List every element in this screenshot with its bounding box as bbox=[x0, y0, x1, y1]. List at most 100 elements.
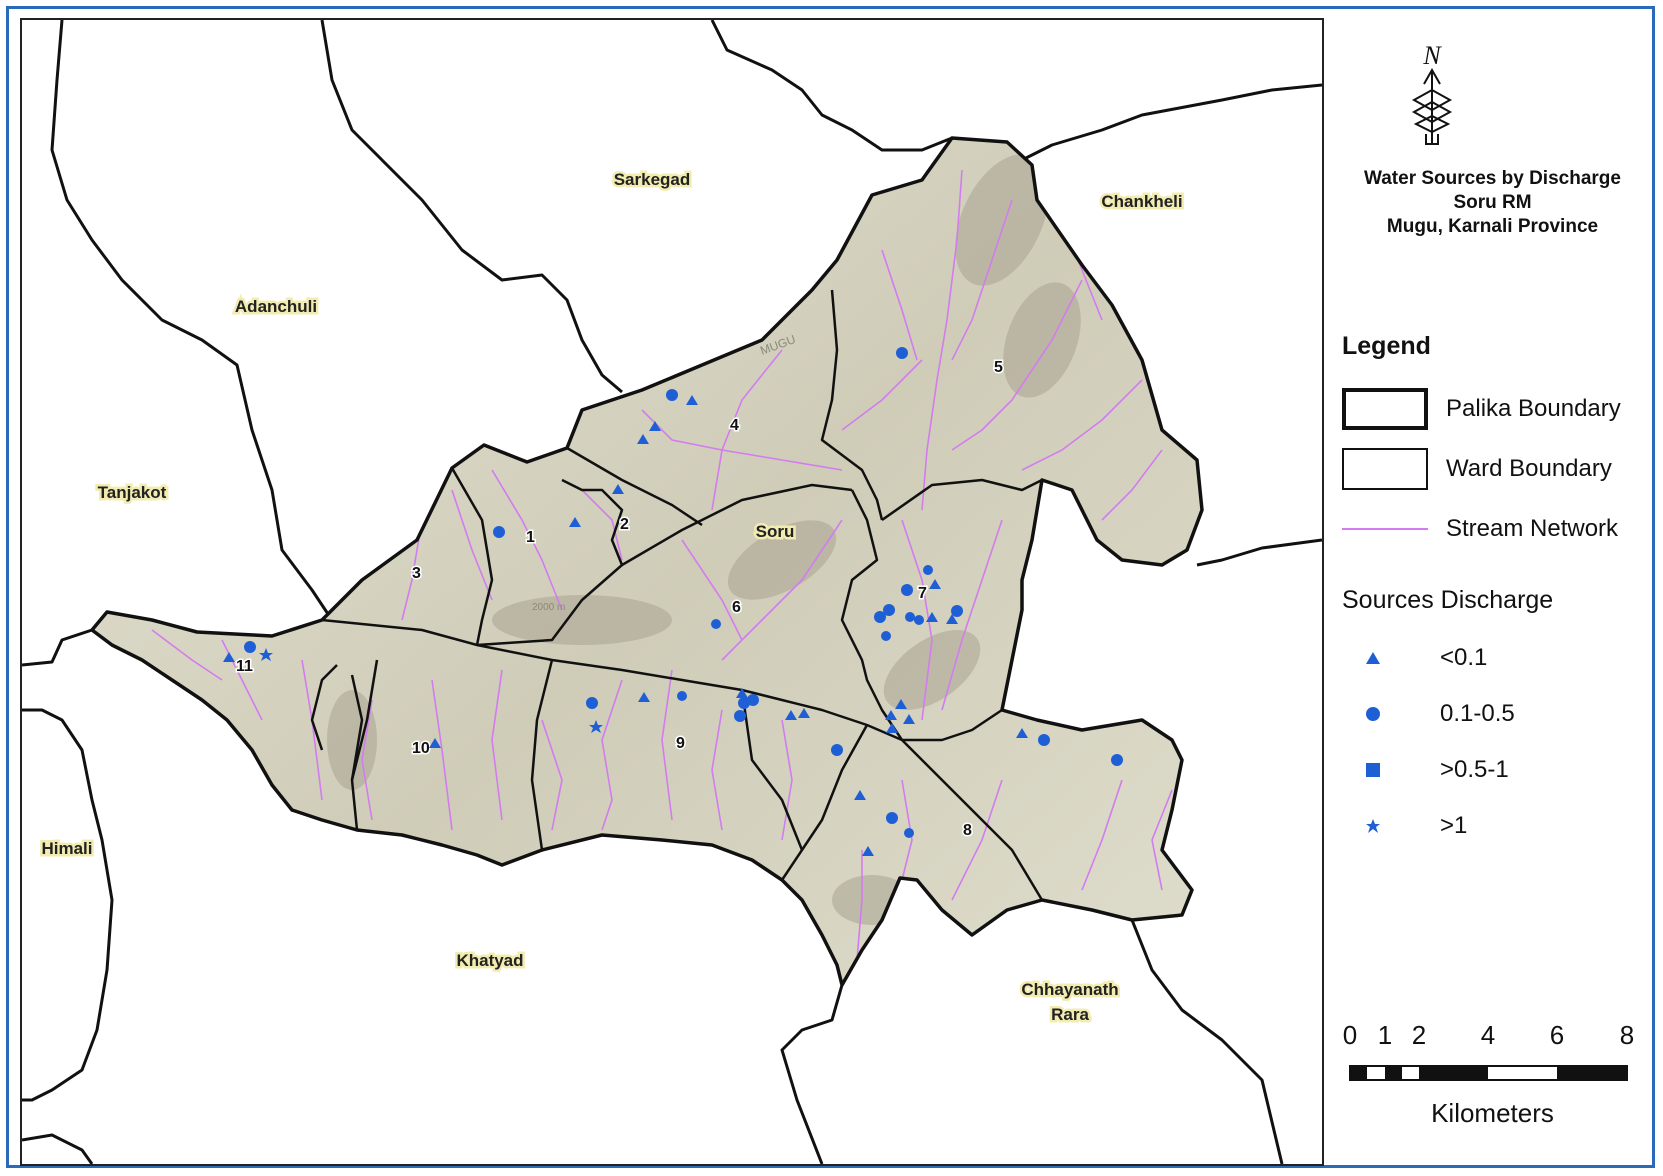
ward-label-1: 1 bbox=[526, 529, 535, 546]
source-point bbox=[637, 434, 649, 444]
source-point bbox=[886, 723, 898, 733]
source-point bbox=[926, 612, 938, 622]
source-point bbox=[493, 526, 505, 538]
sources-discharge-title: Sources Discharge bbox=[1342, 586, 1554, 614]
source-point bbox=[638, 692, 650, 702]
source-point bbox=[736, 688, 748, 698]
source-point bbox=[914, 615, 924, 625]
palika-labels: Sarkegad Chankheli Adanchuli Tanjakot Hi… bbox=[39, 168, 1185, 1027]
ward-labels: 1 2 3 4 5 6 7 8 9 10 11 bbox=[235, 358, 1005, 841]
source-point bbox=[244, 641, 256, 653]
source-point bbox=[649, 421, 661, 431]
ward-label-8: 8 bbox=[963, 822, 972, 839]
source-point bbox=[901, 584, 913, 596]
map-canvas[interactable]: Sarkegad Chankheli Adanchuli Tanjakot Hi… bbox=[22, 20, 1322, 1164]
source-point bbox=[896, 347, 908, 359]
source-point bbox=[666, 389, 678, 401]
palika-label-tanjakot: Tanjakot bbox=[98, 483, 167, 502]
palika-label-chankheli: Chankheli bbox=[1101, 192, 1182, 211]
legend-item-stream-network: Stream Network bbox=[1342, 506, 1618, 552]
triangle-icon bbox=[1366, 652, 1380, 664]
scale-tick-label: 0 bbox=[1342, 1020, 1358, 1050]
map-panel[interactable]: Sarkegad Chankheli Adanchuli Tanjakot Hi… bbox=[20, 18, 1324, 1166]
scale-tick-label: 6 bbox=[1549, 1020, 1565, 1050]
source-point bbox=[885, 710, 897, 720]
source-point bbox=[881, 631, 891, 641]
side-panel: N Water Sources by Discharge Soru RM Mug… bbox=[1330, 20, 1655, 1160]
legend-item-ward-boundary: Ward Boundary bbox=[1342, 446, 1612, 492]
source-point bbox=[586, 697, 598, 709]
source-point bbox=[883, 604, 895, 616]
source-point bbox=[904, 828, 914, 838]
legend-label: Palika Boundary bbox=[1446, 395, 1621, 422]
square-icon bbox=[1366, 763, 1380, 777]
palika-label-khatyad: Khatyad bbox=[456, 951, 523, 970]
palika-label-sarkegad: Sarkegad bbox=[614, 170, 691, 189]
ward-label-6: 6 bbox=[732, 599, 741, 616]
water-sources bbox=[223, 347, 1123, 856]
scale-tick-label: 1 bbox=[1377, 1020, 1393, 1050]
legend-title: Legend bbox=[1342, 332, 1431, 360]
palika-boundaries bbox=[22, 20, 1322, 1164]
ward-label-4: 4 bbox=[730, 417, 739, 434]
source-point bbox=[686, 395, 698, 405]
source-point bbox=[734, 710, 746, 722]
legend-label: Stream Network bbox=[1446, 515, 1619, 542]
map-title-line-3: Mugu, Karnali Province bbox=[1386, 216, 1599, 237]
scale-unit-label: Kilometers bbox=[1431, 1098, 1554, 1128]
palika-label-chhayanath: Chhayanath bbox=[1021, 980, 1118, 999]
palika-boundary-swatch bbox=[1342, 388, 1428, 430]
stream-network-swatch bbox=[1342, 528, 1428, 530]
source-point bbox=[886, 812, 898, 824]
scale-tick-label: 2 bbox=[1411, 1020, 1427, 1050]
ward-label-2: 2 bbox=[620, 516, 629, 533]
legend-class-gt-1: >1 bbox=[1358, 806, 1467, 846]
scale-bar-graphic bbox=[1349, 1065, 1628, 1081]
legend-class-0-5-1: >0.5-1 bbox=[1358, 750, 1509, 790]
source-point bbox=[1016, 728, 1028, 738]
ward-label-10: 10 bbox=[412, 740, 430, 757]
legend-class-label: <0.1 bbox=[1440, 644, 1488, 671]
legend-class-label: 0.1-0.5 bbox=[1440, 700, 1515, 727]
legend-item-palika-boundary: Palika Boundary bbox=[1342, 386, 1621, 432]
source-point bbox=[785, 710, 797, 720]
ward-label-11: 11 bbox=[236, 658, 253, 675]
ward-label-9: 9 bbox=[676, 735, 685, 752]
ward-label-5: 5 bbox=[994, 359, 1003, 376]
source-point bbox=[677, 691, 687, 701]
palika-label-adanchuli: Adanchuli bbox=[235, 297, 317, 316]
source-point bbox=[951, 605, 963, 617]
map-title-line-1: Water Sources by Discharge bbox=[1364, 168, 1621, 189]
source-point bbox=[903, 714, 915, 724]
ward-boundaries bbox=[90, 136, 1204, 987]
source-point bbox=[1038, 734, 1050, 746]
source-point bbox=[223, 652, 235, 662]
scale-bar: 0 1 2 4 6 8 Kilometers bbox=[1330, 1020, 1655, 1140]
scale-tick-label: 8 bbox=[1619, 1020, 1635, 1050]
source-point bbox=[946, 614, 958, 624]
legend-class-0-1-0-5: 0.1-0.5 bbox=[1358, 694, 1515, 734]
source-point bbox=[259, 648, 273, 661]
source-point bbox=[429, 738, 441, 748]
star-icon bbox=[1366, 819, 1380, 833]
source-point bbox=[831, 744, 843, 756]
map-title-line-2: Soru RM bbox=[1453, 192, 1532, 213]
source-point bbox=[854, 790, 866, 800]
source-point bbox=[895, 699, 907, 709]
legend-class-lt-0-1: <0.1 bbox=[1358, 638, 1487, 678]
source-point bbox=[874, 611, 886, 623]
source-point bbox=[589, 720, 603, 733]
source-point bbox=[711, 619, 721, 629]
source-point bbox=[569, 517, 581, 527]
source-point bbox=[612, 484, 624, 494]
source-point bbox=[905, 612, 915, 622]
stream-network bbox=[151, 169, 1173, 961]
source-point bbox=[747, 694, 759, 706]
source-point bbox=[923, 565, 933, 575]
north-arrow-icon: N bbox=[1411, 41, 1453, 145]
ward-boundary-swatch bbox=[1342, 448, 1428, 490]
legend-label: Ward Boundary bbox=[1446, 455, 1612, 482]
rm-label-soru: Soru bbox=[756, 522, 795, 541]
palika-label-rara: Rara bbox=[1051, 1005, 1089, 1024]
circle-icon bbox=[1366, 707, 1380, 721]
